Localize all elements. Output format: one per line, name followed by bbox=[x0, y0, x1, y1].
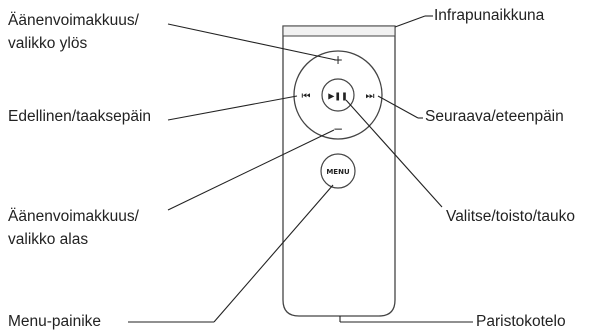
label-volume-down-line2: valikko alas bbox=[8, 231, 89, 248]
leader-volume-down bbox=[167, 129, 335, 211]
label-battery: Paristokotelo bbox=[476, 313, 566, 330]
label-menu-button: Menu-painike bbox=[8, 313, 102, 330]
leader-infrared bbox=[394, 15, 426, 28]
label-next: Seuraava/eteenpäin bbox=[425, 108, 564, 125]
minus-icon: − bbox=[333, 122, 343, 136]
leader-next bbox=[377, 95, 419, 119]
label-infrared: Infrapunaikkuna bbox=[434, 7, 545, 24]
next-icon: ⏭ bbox=[366, 91, 375, 102]
label-select-play: Valitse/toisto/tauko bbox=[446, 208, 575, 225]
label-volume-down-line1: Äänenvoimakkuus/ bbox=[8, 208, 139, 225]
leader-lines bbox=[128, 15, 473, 323]
infrared-window bbox=[282, 25, 396, 37]
leader-previous bbox=[167, 95, 298, 121]
play-pause-icon: ▶❚❚ bbox=[328, 92, 348, 101]
menu-button bbox=[320, 153, 356, 189]
label-volume-up-line1: Äänenvoimakkuus/ bbox=[8, 12, 139, 29]
label-previous: Edellinen/taaksepäin bbox=[8, 108, 152, 125]
leader-select-play bbox=[345, 99, 443, 208]
menu-button-label: MENU bbox=[326, 168, 350, 176]
previous-icon: ⏮ bbox=[302, 91, 311, 102]
leader-menu-button-2 bbox=[213, 184, 334, 323]
plus-icon: + bbox=[333, 53, 343, 67]
label-volume-up-line2: valikko ylös bbox=[8, 35, 88, 52]
leader-volume-up bbox=[167, 23, 337, 61]
center-button bbox=[321, 78, 355, 112]
